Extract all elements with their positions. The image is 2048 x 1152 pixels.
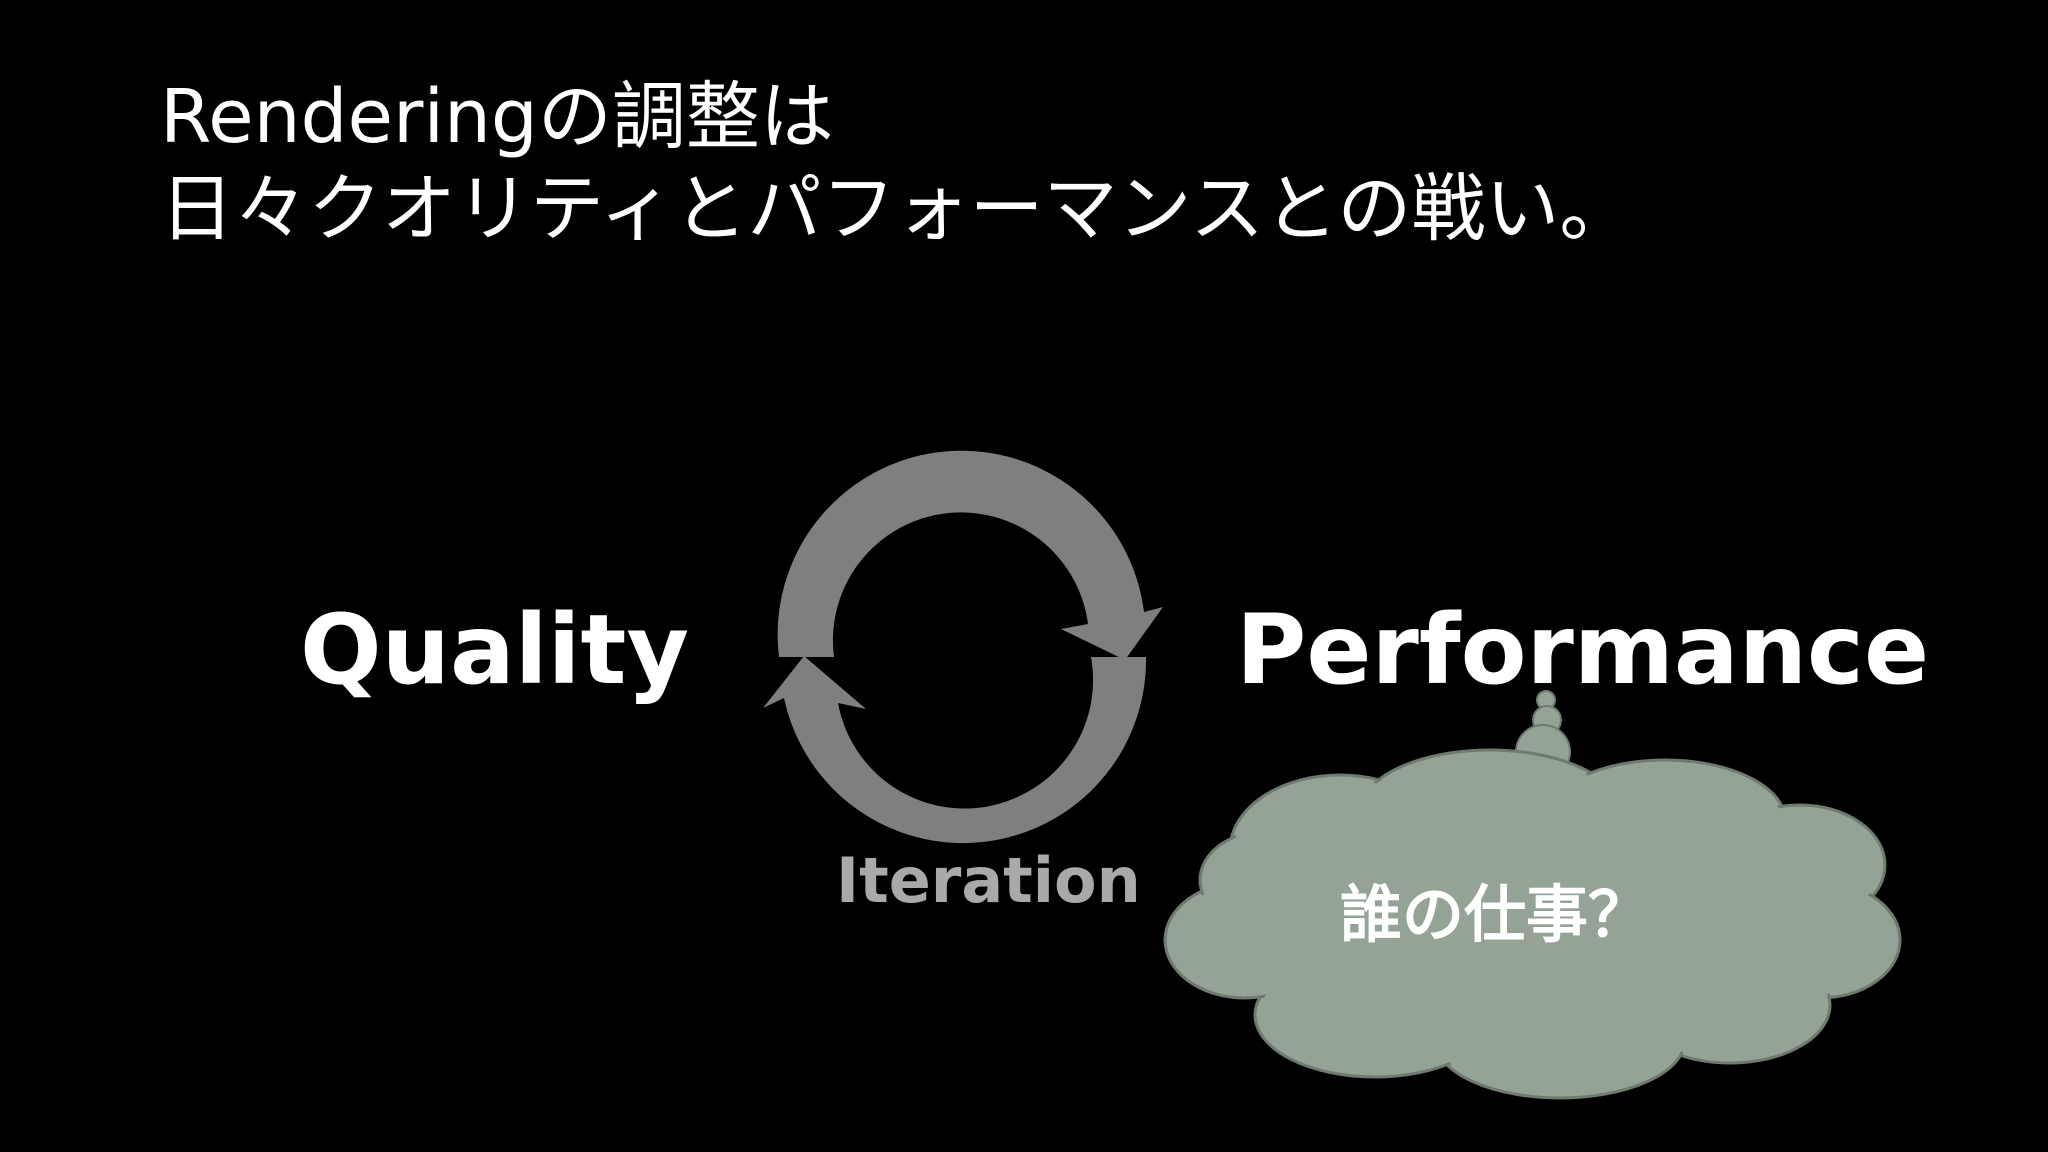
title-line-2: 日々クオリティとパフォーマンスとの戦い。 — [160, 166, 1634, 252]
circular-arrows-icon — [763, 450, 1163, 844]
thought-bubble-text: 誰の仕事？ — [1340, 878, 1651, 951]
title-line-1: Renderingの調整は — [160, 74, 834, 160]
iteration-label: Iteration — [836, 844, 1141, 917]
thought-cloud-icon — [1163, 690, 1902, 1100]
upper-cycle-arrow — [777, 450, 1163, 660]
lower-cycle-arrow — [763, 656, 1147, 844]
quality-label: Quality — [300, 594, 690, 706]
performance-label: Performance — [1236, 594, 1930, 706]
thought-cloud-fill — [1169, 754, 1896, 1094]
